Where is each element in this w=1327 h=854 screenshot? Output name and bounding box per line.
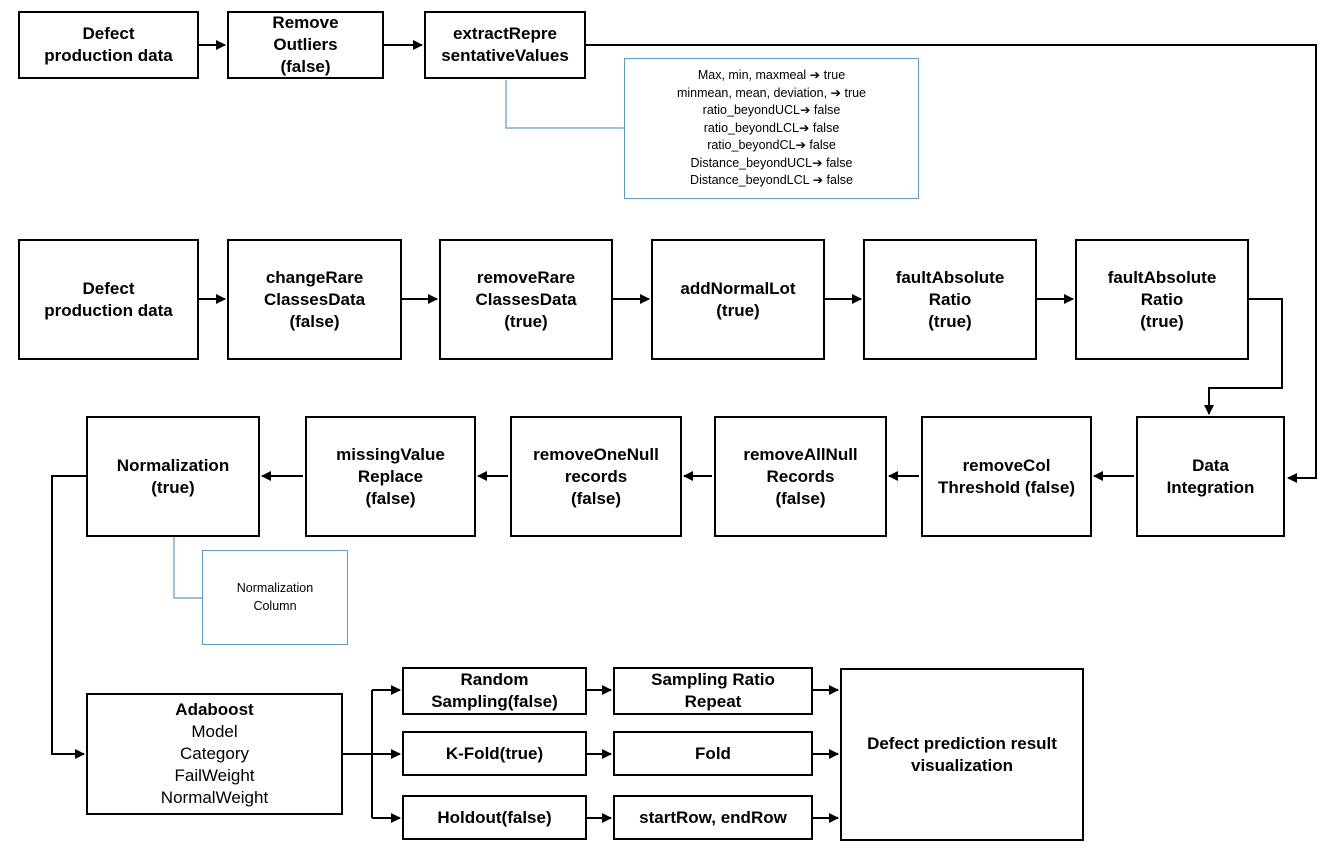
node-label-line: Sampling Ratio — [651, 670, 775, 689]
node-label-line: removeRare — [476, 267, 576, 287]
node-label-line: Distance_beyondUCL➔ false — [690, 155, 853, 170]
node-label-line: minmean, mean, deviation, ➔ true — [676, 85, 867, 100]
node-label-line: Repeat — [684, 692, 742, 711]
node-label-line: (true) — [928, 311, 972, 331]
node-label-line: records — [564, 466, 628, 486]
node-label-line: Fold — [695, 743, 731, 763]
node-label-line: ClassesData — [263, 289, 366, 309]
extract-note-connector — [505, 80, 624, 129]
arrow-extract-to-data-integration — [586, 44, 1317, 483]
node-label-line: Random — [460, 670, 529, 689]
node-label-line: (true) — [504, 311, 548, 331]
arrow-fault-ratio-to-data-integration — [1204, 298, 1283, 415]
node-label-line: Max, min, maxmeal ➔ true — [697, 68, 846, 83]
node-label-line: faultAbsolute — [895, 267, 1005, 287]
node-label-line: Defect — [82, 278, 135, 298]
node-label-line: (false) — [365, 488, 416, 508]
node-label-line: Model — [191, 722, 238, 741]
node-label-line: Records — [766, 466, 835, 486]
node-label-line: Column — [253, 598, 297, 613]
node-label-line: (true) — [151, 477, 195, 497]
node-label-line: Adaboost — [175, 700, 254, 719]
node-label-line: removeAllNull — [743, 444, 858, 464]
node-label-line: startRow, endRow — [639, 807, 787, 827]
node-label-line: (false) — [570, 488, 622, 508]
extract-representative-values-node: extractRepre sentativeValues — [424, 11, 586, 79]
node-label-line: (false) — [775, 488, 826, 508]
node-label-line: faultAbsolute — [1107, 267, 1217, 287]
kfold-node: K-Fold(true) — [402, 731, 587, 776]
add-normal-lot-node: addNormalLot(true) — [651, 239, 825, 360]
node-label-line: Defect prediction result — [867, 733, 1057, 753]
node-label-line: removeCol — [962, 455, 1051, 475]
node-label-line: missingValue — [336, 444, 445, 464]
node-label-line: K-Fold(true) — [445, 743, 544, 763]
node-label-line: Data — [1192, 455, 1229, 475]
node-label-line: Normalization — [116, 455, 230, 475]
node-label-line: NormalWeight — [160, 788, 269, 807]
start-end-row-node: startRow, endRow — [613, 795, 813, 840]
fold-node: Fold — [613, 731, 813, 776]
node-label-line: Remove — [272, 13, 339, 32]
normalization-note-connector — [173, 537, 202, 599]
node-label-line: visualization — [910, 755, 1014, 775]
node-label-line: (false) — [289, 311, 340, 331]
node-label-line: removeOneNull — [533, 444, 659, 464]
node-label-line: Category — [180, 744, 249, 763]
node-label-line: Sampling(false) — [431, 692, 558, 711]
node-label-line: Outliers — [273, 35, 338, 54]
node-label-line: production data — [44, 300, 173, 320]
node-label-line: Replace — [357, 466, 424, 486]
node-label-line: Integration — [1166, 477, 1255, 497]
node-label-line: Ratio — [928, 289, 972, 309]
node-label-line: Threshold (false) — [938, 477, 1075, 497]
node-label-line: sentativeValues — [441, 46, 569, 65]
node-label-line: extractRepre — [453, 24, 557, 43]
node-label-line: (false) — [280, 57, 331, 76]
node-label-line: (true) — [1140, 311, 1184, 331]
node-label-line: ratio_beyondCL➔ false — [707, 138, 836, 153]
normalization-node: Normalization(true) — [86, 416, 260, 537]
node-label-line: FailWeight — [174, 766, 255, 785]
node-label-line: Ratio — [1140, 289, 1184, 309]
node-label-line: Normalization — [236, 581, 314, 595]
node-label-line: changeRare — [265, 267, 364, 287]
holdout-node: Holdout(false) — [402, 795, 587, 840]
node-label-line: ratio_beyondLCL➔ false — [703, 120, 840, 135]
extract-values-note: Max, min, maxmeal ➔ true minmean, mean, d… — [624, 58, 919, 199]
defect-production-data-node-1: Defect production data — [18, 11, 199, 79]
node-label-line: Distance_beyondLCL ➔ false — [690, 173, 853, 188]
node-label-line: (true) — [716, 300, 760, 320]
node-label-line: ClassesData — [475, 289, 577, 309]
node-label-line: addNormalLot — [680, 278, 796, 298]
node-label-line: production data — [44, 46, 173, 65]
arrow-normalization-to-model — [51, 475, 86, 759]
node-label-line: Defect — [82, 24, 135, 43]
node-label-line: Holdout(false) — [437, 807, 552, 827]
node-label-line: ratio_beyondUCL➔ false — [702, 103, 841, 118]
